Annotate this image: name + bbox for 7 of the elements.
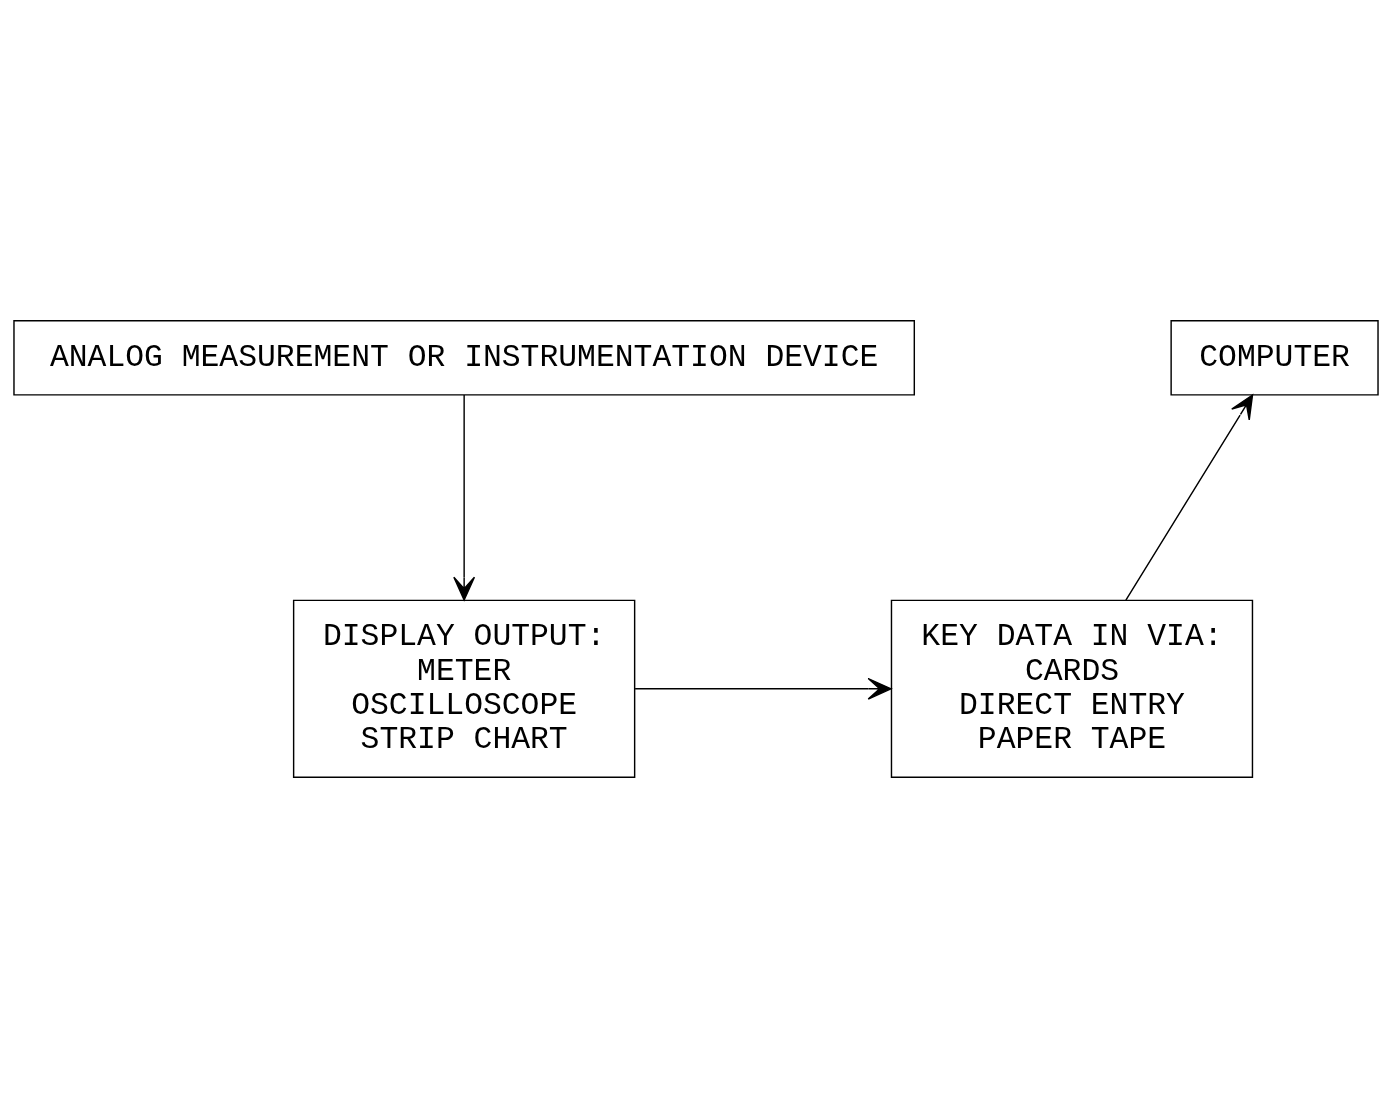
arrow — [634, 677, 892, 700]
node-box: KEY DATA IN VIA: CARDS DIRECT ENTRY PAPER TAPE — [890, 599, 1254, 778]
arrow — [1125, 393, 1254, 601]
node-box: COMPUTER — [1170, 319, 1379, 396]
node-box: ANALOG MEASUREMENT OR INSTRUMENTATION DEVICE — [13, 319, 915, 396]
arrow — [453, 393, 476, 601]
node-box: DISPLAY OUTPUT: METER OSCILLOSCOPE STRIP CHART — [292, 599, 636, 778]
